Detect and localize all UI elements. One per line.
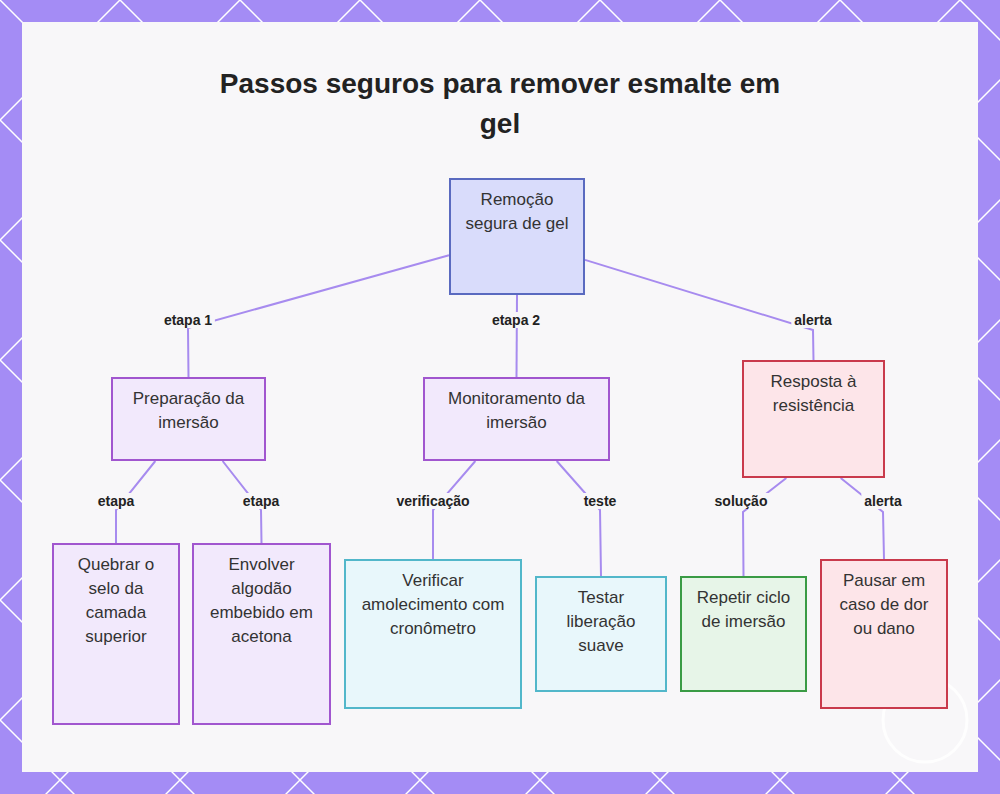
step-box: Monitoramento da imersão — [423, 377, 610, 461]
edge-label: teste — [581, 493, 620, 509]
connector-line — [433, 461, 475, 559]
step-box: Preparação da imersão — [111, 377, 266, 461]
node-text: Pausar em caso de dor ou dano — [832, 569, 936, 641]
edge-label: verificação — [393, 493, 472, 509]
connector-line — [188, 255, 449, 377]
connector-line — [557, 461, 601, 576]
check-box: Verificar amolecimento com cronômetro — [344, 559, 522, 709]
edge-label: etapa — [95, 493, 138, 509]
node-text: Envolver algodão embebido em acetona — [204, 553, 319, 649]
root-box: Remoção segura de gel — [449, 178, 585, 295]
node-text: Verificar amolecimento com cronômetro — [356, 569, 510, 641]
node-text: Quebrar o selo da camada superior — [64, 553, 168, 649]
alert-box: Pausar em caso de dor ou dano — [820, 559, 948, 709]
node-text: Testar liberação suave — [547, 586, 655, 658]
inner-panel — [22, 22, 978, 772]
action-box: Envolver algodão embebido em acetona — [192, 543, 331, 725]
alert-box: Resposta à resistência — [742, 360, 885, 478]
node-text: Resposta à resistência — [754, 370, 873, 418]
connector-line — [516, 295, 519, 377]
node-text: Preparação da imersão — [123, 387, 254, 435]
edge-label: alerta — [861, 493, 904, 509]
connector-line — [841, 478, 884, 559]
node-text: Repetir ciclo de imersão — [692, 586, 795, 634]
edge-label: solução — [712, 493, 771, 509]
edge-label: alerta — [791, 312, 834, 328]
solution-box: Repetir ciclo de imersão — [680, 576, 807, 692]
diagram-title: Passos seguros para remover esmalte em g… — [200, 64, 800, 144]
connector-line — [585, 260, 814, 360]
edge-label: etapa 1 — [161, 312, 215, 328]
node-text: Monitoramento da imersão — [435, 387, 598, 435]
action-box: Quebrar o selo da camada superior — [52, 543, 180, 725]
node-text: Remoção segura de gel — [461, 188, 573, 236]
edge-label: etapa 2 — [489, 312, 543, 328]
edge-label: etapa — [240, 493, 283, 509]
check-box: Testar liberação suave — [535, 576, 667, 692]
